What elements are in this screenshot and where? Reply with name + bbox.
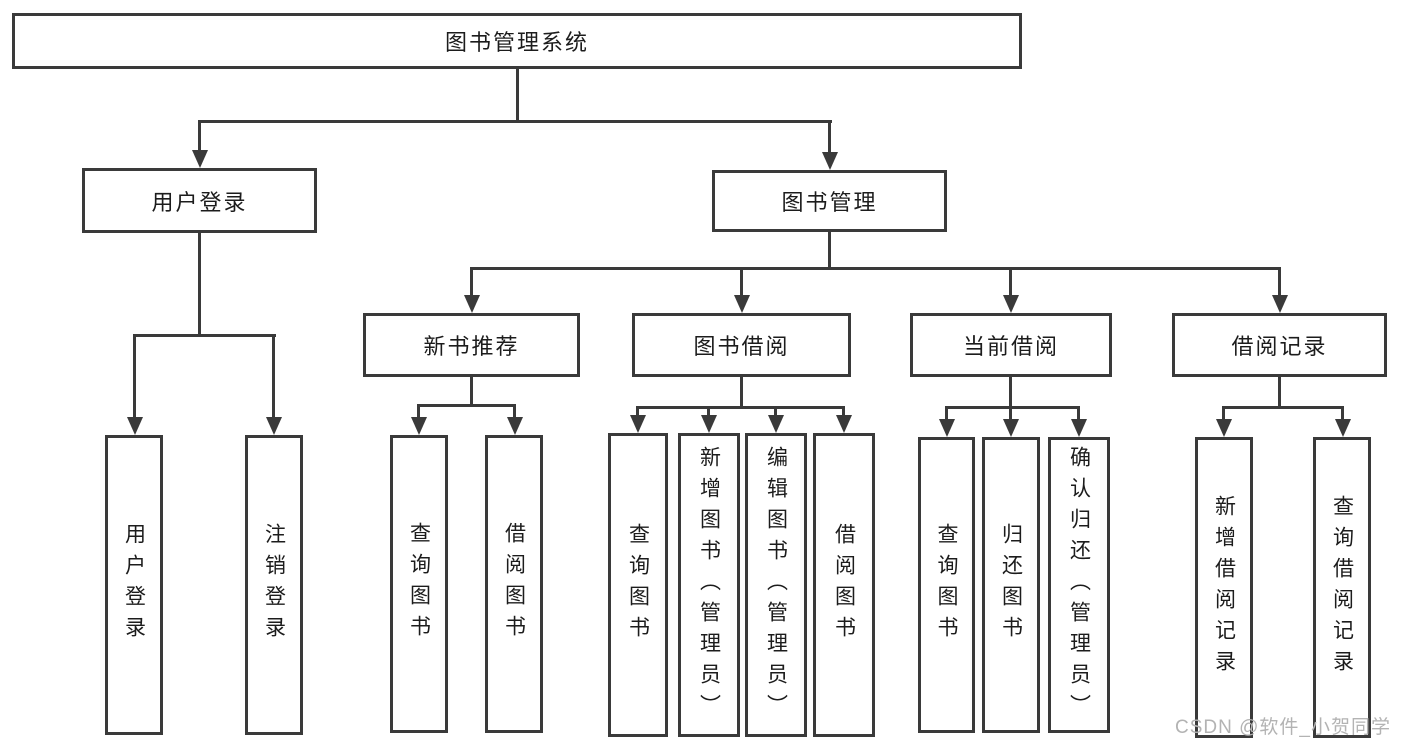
arrowhead-icon — [411, 417, 427, 435]
csdn-watermark: CSDN @软件_小贺同学 — [1175, 717, 1391, 738]
connector-borrow-branch — [636, 406, 845, 409]
connector-root-stem — [516, 69, 519, 123]
node-label: 当前借阅 — [962, 334, 1059, 359]
node-user-login: 用户登录 — [82, 168, 317, 233]
arrowhead-icon — [768, 415, 784, 433]
leaf-label: 新增借阅记录 — [1212, 494, 1236, 681]
connector-drop — [842, 406, 845, 416]
arrowhead-icon — [836, 415, 852, 433]
leaf-confirm-return-admin: 确认归还（管理员） — [1048, 437, 1110, 733]
connector-book-mgmt-stem — [828, 232, 831, 270]
arrowhead-icon — [939, 419, 955, 437]
arrowhead-icon — [822, 152, 838, 170]
leaf-label: 查询借阅记录 — [1330, 494, 1354, 681]
connector-current-stem — [1009, 377, 1012, 409]
leaf-user-login: 用户登录 — [105, 435, 163, 735]
arrowhead-icon — [1335, 419, 1351, 437]
leaf-label: 查询图书 — [626, 523, 650, 647]
connector-drop — [1341, 406, 1344, 420]
leaf-label: 借阅图书 — [832, 523, 856, 647]
node-label: 图书管理 — [781, 190, 878, 215]
arrowhead-icon — [734, 295, 750, 313]
leaf-query-borrow-record: 查询借阅记录 — [1313, 437, 1371, 738]
leaf-query-book: 查询图书 — [390, 435, 448, 733]
connector-drop — [513, 404, 516, 418]
leaf-label: 归还图书 — [999, 523, 1023, 647]
arrowhead-icon — [464, 295, 480, 313]
arrowhead-icon — [127, 417, 143, 435]
leaf-label: 注销登录 — [262, 523, 286, 647]
arrowhead-icon — [1003, 419, 1019, 437]
connector-drop — [1222, 406, 1225, 420]
connector-book-mgmt-branch — [470, 267, 1281, 270]
connector-drop — [1077, 406, 1080, 420]
connector-drop — [1009, 267, 1012, 296]
node-current-borrow: 当前借阅 — [910, 313, 1112, 377]
connector-current-branch — [945, 406, 1080, 409]
node-book-borrow: 图书借阅 — [632, 313, 851, 377]
connector-drop — [417, 404, 420, 418]
connector-drop — [470, 267, 473, 296]
leaf-label: 借阅图书 — [502, 522, 526, 646]
leaf-logout: 注销登录 — [245, 435, 303, 735]
leaf-label: 新增图书（管理员） — [697, 445, 721, 725]
leaf-edit-book-admin: 编辑图书（管理员） — [745, 433, 807, 737]
connector-borrow-stem — [740, 377, 743, 409]
connector-book-mgmt-drop — [828, 120, 831, 153]
node-book-management: 图书管理 — [712, 170, 947, 232]
node-label: 用户登录 — [151, 189, 248, 215]
leaf-label: 确认归还（管理员） — [1067, 445, 1091, 725]
connector-new-book-stem — [470, 377, 473, 407]
node-root-label: 图书管理系统 — [444, 30, 589, 55]
leaf-label: 用户登录 — [122, 523, 146, 647]
connector-root-branch — [198, 120, 832, 123]
arrowhead-icon — [630, 415, 646, 433]
connector-drop — [636, 406, 639, 416]
node-label: 新书推荐 — [423, 334, 520, 359]
node-label: 借阅记录 — [1231, 334, 1328, 359]
leaf-query-book: 查询图书 — [608, 433, 668, 737]
connector-drop — [272, 334, 275, 418]
arrowhead-icon — [1272, 295, 1288, 313]
leaf-label: 查询图书 — [407, 522, 431, 646]
node-root: 图书管理系统 — [12, 13, 1022, 69]
leaf-add-book-admin: 新增图书（管理员） — [678, 433, 740, 737]
leaf-add-borrow-record: 新增借阅记录 — [1195, 437, 1253, 738]
connector-user-login-stem — [198, 233, 201, 337]
node-borrow-record: 借阅记录 — [1172, 313, 1387, 377]
leaf-return-book: 归还图书 — [982, 437, 1040, 733]
connector-drop — [133, 334, 136, 418]
connector-new-book-branch — [417, 404, 516, 407]
leaf-borrow-book: 借阅图书 — [485, 435, 543, 733]
connector-drop — [1278, 267, 1281, 296]
connector-drop — [707, 406, 710, 416]
connector-drop — [740, 267, 743, 296]
connector-drop — [774, 406, 777, 416]
arrowhead-icon — [1003, 295, 1019, 313]
leaf-borrow-book: 借阅图书 — [813, 433, 875, 737]
connector-drop — [945, 406, 948, 420]
leaf-label: 编辑图书（管理员） — [764, 445, 788, 725]
leaf-label: 查询图书 — [935, 523, 958, 647]
arrowhead-icon — [266, 417, 282, 435]
connector-record-branch — [1222, 406, 1344, 409]
connector-user-login-branch — [133, 334, 276, 337]
arrowhead-icon — [507, 417, 523, 435]
connector-record-stem — [1278, 377, 1281, 409]
arrowhead-icon — [1071, 419, 1087, 437]
node-label: 图书借阅 — [693, 334, 790, 359]
connector-drop — [1009, 406, 1012, 420]
connector-user-login-drop — [198, 120, 201, 151]
arrowhead-icon — [192, 150, 208, 168]
arrowhead-icon — [701, 415, 717, 433]
arrowhead-icon — [1216, 419, 1232, 437]
leaf-query-book: 查询图书 — [918, 437, 975, 733]
node-new-book-recommend: 新书推荐 — [363, 313, 580, 377]
